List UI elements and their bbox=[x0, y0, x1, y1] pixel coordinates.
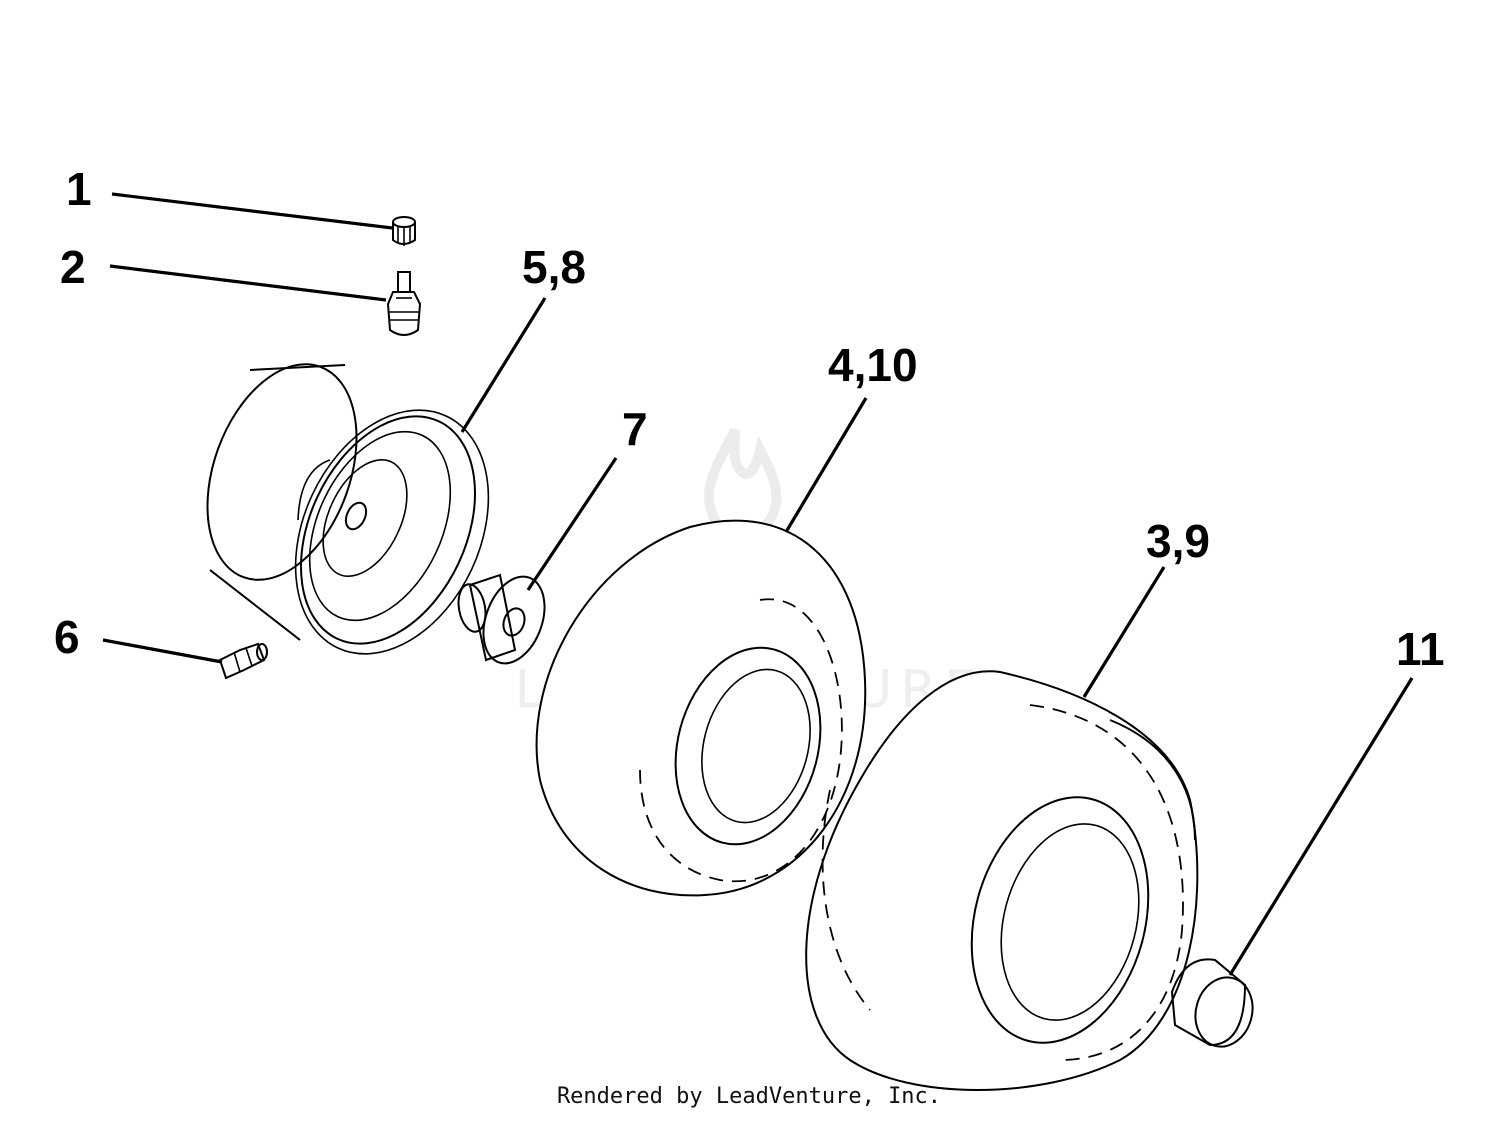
callout-6[interactable]: 6 bbox=[54, 611, 80, 663]
part-valve-stem[interactable] bbox=[386, 271, 422, 336]
part-rear-tire[interactable] bbox=[805, 670, 1199, 1091]
leader-6 bbox=[102, 638, 223, 664]
callout-1[interactable]: 1 bbox=[66, 163, 92, 215]
leader-lines bbox=[102, 192, 1414, 976]
footer-credit: Rendered by LeadVenture, Inc. bbox=[556, 1084, 942, 1109]
callout-5-8[interactable]: 5,8 bbox=[522, 241, 586, 293]
leader-11 bbox=[1228, 677, 1414, 976]
leader-1 bbox=[111, 192, 393, 230]
callout-7[interactable]: 7 bbox=[622, 403, 648, 455]
callout-2[interactable]: 2 bbox=[60, 241, 86, 293]
part-grease-fitting[interactable] bbox=[218, 642, 268, 680]
leader-2 bbox=[109, 264, 387, 302]
part-front-tire[interactable] bbox=[535, 519, 867, 897]
part-hub-cap[interactable] bbox=[1170, 958, 1260, 1053]
callout-11[interactable]: 11 bbox=[1396, 623, 1445, 675]
leader-7 bbox=[526, 457, 618, 591]
part-rim[interactable] bbox=[180, 343, 526, 685]
part-bushing[interactable] bbox=[455, 568, 556, 672]
leader-5-8 bbox=[460, 297, 547, 433]
callout-4-10[interactable]: 4,10 bbox=[828, 339, 918, 391]
part-valve-cap[interactable] bbox=[392, 216, 416, 246]
leader-3-9 bbox=[1082, 566, 1166, 698]
leader-4-10 bbox=[784, 397, 868, 533]
callout-3-9[interactable]: 3,9 bbox=[1146, 515, 1210, 567]
